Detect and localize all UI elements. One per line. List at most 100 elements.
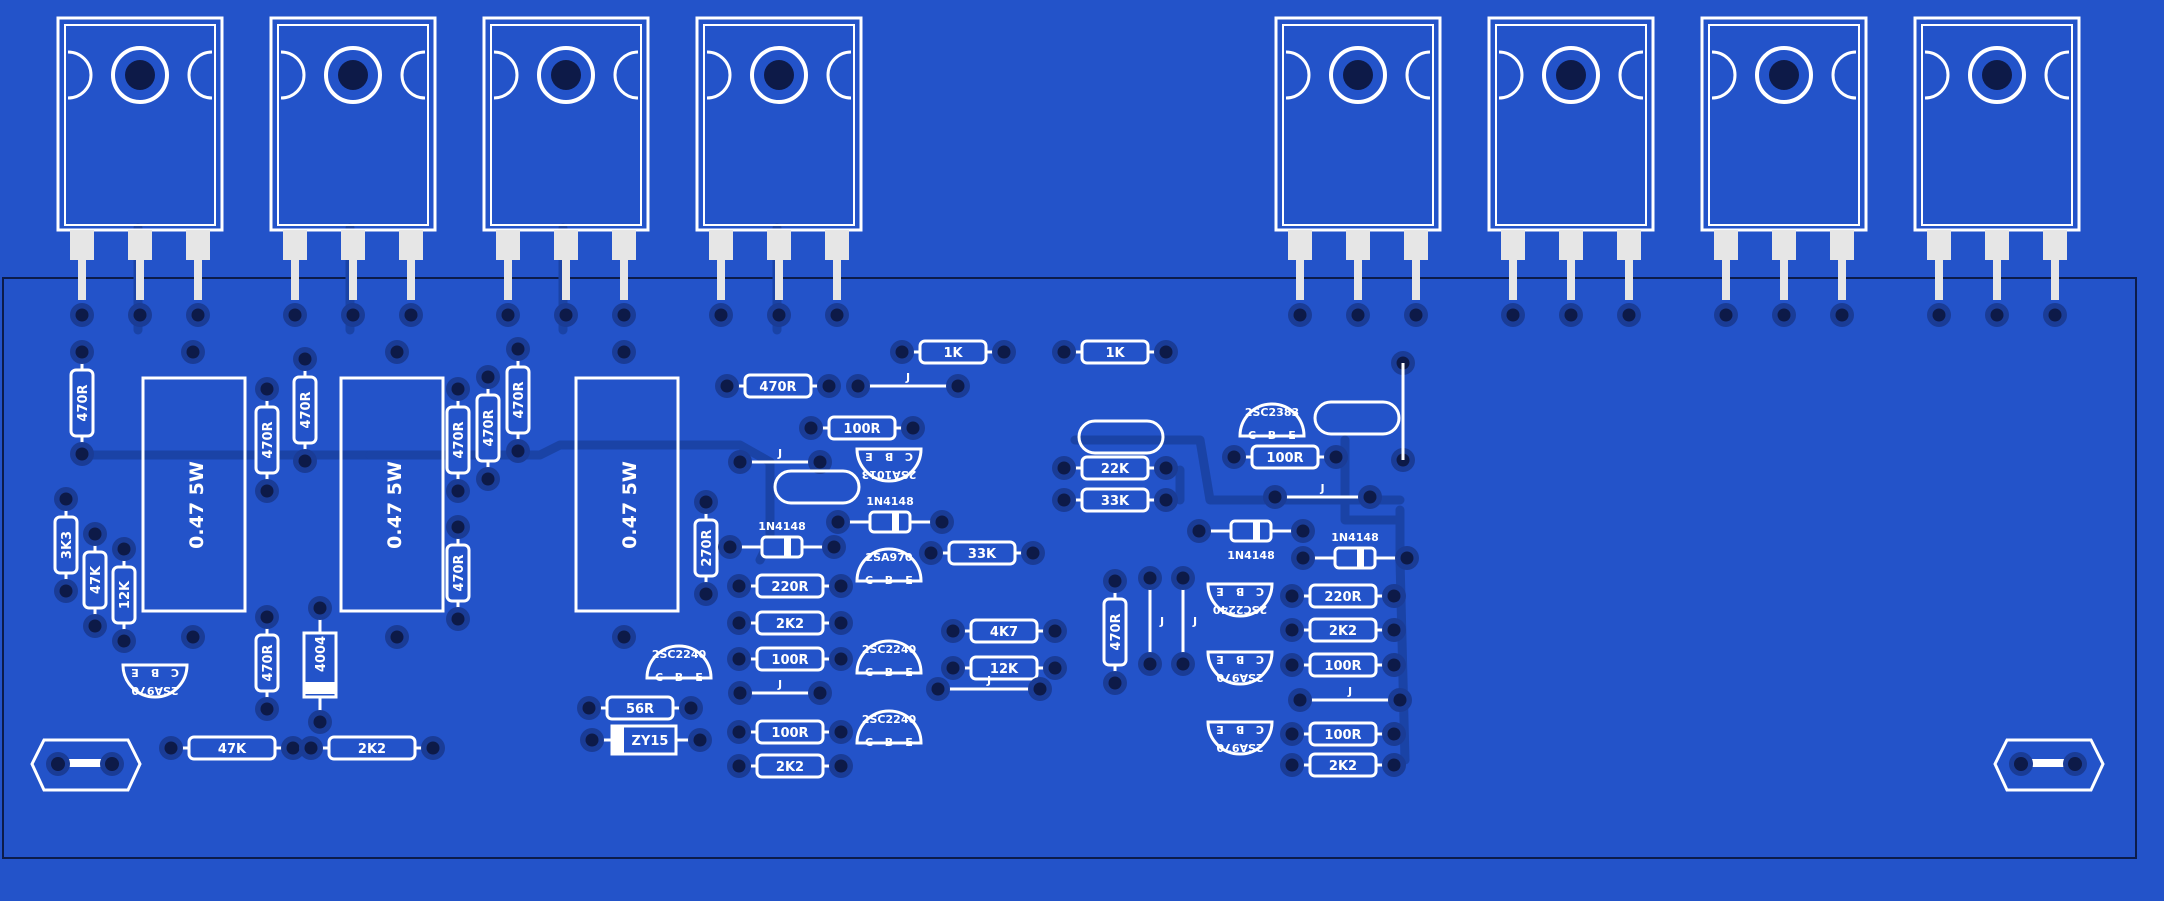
pad-hole	[75, 345, 89, 359]
pad-hole	[88, 619, 102, 633]
resistor-body	[82, 550, 108, 610]
resistor-body	[755, 573, 825, 599]
transistor-outline	[1206, 582, 1274, 618]
pad-hole	[426, 741, 440, 755]
jumper-mark: J	[777, 678, 782, 691]
pad-hole	[732, 616, 746, 630]
transistor-pin-c-letter: C	[655, 671, 663, 684]
resistor-label: 100R	[1324, 659, 1361, 674]
pad-hole	[511, 342, 525, 356]
resistor-r-1k-a: 1K	[890, 339, 1016, 365]
resistor-body	[743, 373, 813, 399]
resistor-label: 1K	[1105, 346, 1125, 361]
resistor-body	[755, 610, 825, 636]
power-transistor-q7	[1700, 16, 1868, 300]
transistor-pin-c-letter: C	[865, 574, 873, 587]
jumper-wire: J	[1171, 566, 1197, 676]
transistor-pin-c-letter: C	[171, 666, 179, 679]
resistor-body	[1080, 339, 1150, 365]
diode-body	[868, 510, 912, 534]
emitter-resistor-3: 0.47 5W	[574, 376, 680, 613]
pad-hole	[699, 495, 713, 509]
power-pads	[70, 303, 2067, 327]
pad-hole	[1296, 551, 1310, 565]
resistor-r-100-top: 100R	[799, 415, 925, 441]
transistor-label: 2SC2240	[862, 713, 917, 726]
resistor-label: 12K	[990, 662, 1019, 677]
resistor-body	[969, 618, 1039, 644]
pad-hole	[822, 379, 836, 393]
pad-hole	[1990, 308, 2004, 322]
diode-d-1n4148-a: 1N4148	[718, 520, 846, 559]
pad-hole	[1192, 524, 1206, 538]
resistor-body	[445, 543, 471, 603]
jumper-wire: J	[728, 678, 832, 705]
resistor-label: 470R	[512, 381, 527, 418]
transistor-outline	[1206, 650, 1274, 686]
transistor-outline	[855, 709, 923, 745]
pad-hole	[834, 725, 848, 739]
pad-hole	[585, 733, 599, 747]
pad-hole	[1835, 308, 1849, 322]
resistor-label: 220R	[771, 580, 808, 595]
transistor-outline	[121, 663, 189, 699]
pad-hole	[390, 630, 404, 644]
pad-hole	[804, 421, 818, 435]
resistor-body	[693, 518, 719, 578]
transistor-pin-e-letter: E	[131, 666, 139, 679]
pad-hole	[298, 352, 312, 366]
diode-label: 1N4148	[1227, 549, 1274, 562]
pad-hole	[723, 540, 737, 554]
resistor-r-3k3: 3K3	[53, 487, 79, 603]
resistor-r-270: 270R	[693, 490, 719, 606]
transistor-pin-b-letter: B	[1236, 723, 1244, 736]
pad-hole	[186, 630, 200, 644]
transistor-pin-b-letter: B	[1236, 653, 1244, 666]
pad-hole	[288, 308, 302, 322]
pad-hole	[834, 616, 848, 630]
resistor-label: 470R	[261, 644, 276, 681]
power-transistor-q1	[56, 16, 224, 300]
jumper-mark: J	[905, 371, 910, 384]
pad-hole	[1285, 623, 1299, 637]
resistor-body	[445, 405, 471, 475]
pad-hole	[1285, 658, 1299, 672]
transistor-label: 2SC2383	[1245, 406, 1299, 419]
transistor-pin-b-letter: B	[675, 671, 683, 684]
resistor-label: 220R	[1324, 590, 1361, 605]
transistor-pin-c-letter: C	[1256, 653, 1264, 666]
resistor-r-56: 56R	[577, 695, 703, 721]
resistor-r-2k2-l1: 2K2	[727, 610, 853, 636]
resistor-body	[918, 339, 988, 365]
resistor-label: 100R	[1266, 451, 1303, 466]
resistor-label: 470R	[299, 391, 314, 428]
transistor-pin-e-letter: E	[1216, 585, 1224, 598]
pad-hole	[582, 701, 596, 715]
pad-hole	[1622, 308, 1636, 322]
power-transistor-q6	[1487, 16, 1655, 300]
resistor-body	[254, 633, 280, 693]
mounting-terminal-left	[30, 738, 142, 792]
transistor-pin-b-letter: B	[1268, 429, 1276, 442]
resistor-body	[827, 415, 897, 441]
resistor-body	[69, 368, 95, 438]
pad-hole	[133, 308, 147, 322]
resistor-label: 4K7	[990, 625, 1018, 640]
diode-label: 4004	[314, 636, 329, 672]
pad-hole	[1387, 658, 1401, 672]
pad-hole	[834, 579, 848, 593]
transistor-label: 2SC2240	[1213, 603, 1268, 616]
pad-hole	[851, 379, 865, 393]
pad-hole	[1227, 450, 1241, 464]
pad-hole	[1057, 493, 1071, 507]
resistor-body	[755, 753, 825, 779]
resistor-body	[187, 735, 277, 761]
resistor-body	[1308, 652, 1378, 678]
resistor-label: 470R	[452, 421, 467, 458]
resistor-body	[327, 735, 417, 761]
